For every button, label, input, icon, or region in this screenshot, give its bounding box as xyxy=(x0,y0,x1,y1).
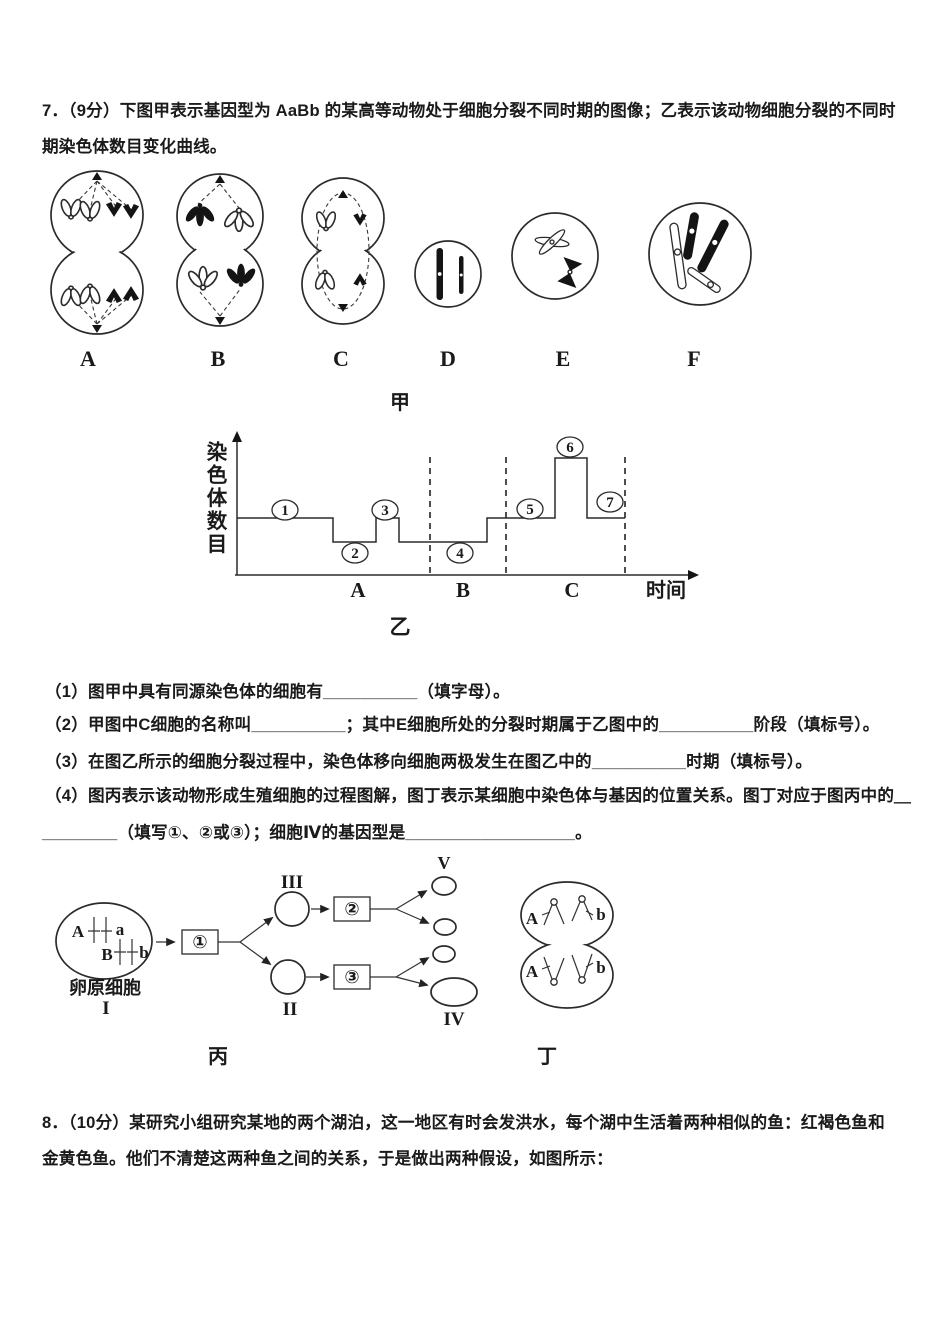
ding-gene-A-top: A xyxy=(526,909,539,928)
gene-label-a: a xyxy=(116,920,125,939)
arrow-to-cell-V xyxy=(395,890,428,910)
q7-sub4-line1: （4）图丙表示该动物形成生殖细胞的过程图解，图丁表示某细胞中染色体与基因的位置关… xyxy=(45,786,911,805)
figure-jia-cell-division-diagrams: A B C D E F 甲 xyxy=(50,170,752,414)
q7-sub2: （2）甲图中C细胞的名称叫__________；其中E细胞所处的分裂时期属于乙图… xyxy=(45,715,880,734)
figure-ding-cell-gene-diagram: A b A b 丁 xyxy=(520,881,614,1068)
chart-y-axis-label: 染 色 体 数 目 xyxy=(206,440,228,556)
svg-text:2: 2 xyxy=(351,546,359,562)
process-box-3: ③ xyxy=(333,964,371,990)
q7-sub3: （3）在图乙所示的细胞分裂过程中，染色体移向细胞两极发生在图乙中的_______… xyxy=(45,752,813,771)
svg-text:③: ③ xyxy=(344,967,359,987)
ding-gene-b-top: b xyxy=(596,905,605,924)
polar-body-drawing-1 xyxy=(433,918,457,936)
arrow-to-polar-body-1 xyxy=(395,908,430,924)
roman-label-I: I xyxy=(102,998,109,1019)
gene-label-B: B xyxy=(101,945,112,964)
q7-sub4-line2: ________（填写①、②或③）；细胞Ⅳ的基因型是______________… xyxy=(42,823,592,842)
cell-II-drawing xyxy=(270,959,306,995)
cell-label-A: A xyxy=(80,346,96,371)
figure-yi-chromosome-number-chart: 染 色 体 数 目 1 2 3 4 5 6 7 A B C 时间 乙 xyxy=(206,431,699,639)
chart-mark-7: 7 xyxy=(596,491,624,513)
svg-text:染: 染 xyxy=(206,440,228,464)
svg-text:3: 3 xyxy=(381,503,389,519)
svg-text:6: 6 xyxy=(566,440,574,456)
chart-axes xyxy=(232,431,699,580)
cell-label-E: E xyxy=(556,346,571,371)
ding-bottom-chromosomes: A b xyxy=(526,953,606,986)
svg-text:4: 4 xyxy=(456,546,464,562)
section-label-B: B xyxy=(456,578,470,602)
svg-text:色: 色 xyxy=(207,463,228,487)
section-label-A: A xyxy=(350,578,366,602)
cell-label-C: C xyxy=(333,346,349,371)
figure-jia-caption: 甲 xyxy=(390,392,410,414)
roman-label-II: II xyxy=(283,999,298,1020)
chart-mark-2: 2 xyxy=(341,542,369,564)
svg-text:7: 7 xyxy=(606,495,614,511)
svg-text:1: 1 xyxy=(281,503,289,519)
svg-text:5: 5 xyxy=(526,502,534,518)
section-divider-dashes xyxy=(429,457,626,575)
svg-text:体: 体 xyxy=(207,486,228,510)
roman-label-III: III xyxy=(281,872,303,893)
arrow-to-cell-IV xyxy=(395,976,429,988)
cell-A-drawing xyxy=(50,170,144,335)
arrow-to-cell-II xyxy=(239,941,272,966)
process-box-2: ② xyxy=(333,896,371,922)
gene-label-A: A xyxy=(72,922,85,941)
ding-top-chromosomes: A b xyxy=(526,895,606,928)
chart-mark-3: 3 xyxy=(371,499,399,521)
ding-gene-b-bottom: b xyxy=(596,958,605,977)
roman-label-IV: IV xyxy=(443,1009,464,1030)
cell-III-drawing xyxy=(274,891,310,927)
arrow-to-cell-III xyxy=(239,916,274,943)
process-box-1: ① xyxy=(181,929,219,955)
cell-F-drawing xyxy=(648,202,752,306)
ding-cell-outline xyxy=(520,881,614,1009)
cell-B-drawing xyxy=(176,173,264,327)
q8-stem-line1: 8．（10分）某研究小组研究某地的两个湖泊，这一地区有时会发洪水，每个湖中生活着… xyxy=(42,1113,885,1132)
cell-D-drawing xyxy=(414,240,482,308)
oogonium-label: 卵原细胞 xyxy=(69,977,141,998)
figure-bing-caption: 丙 xyxy=(208,1046,228,1068)
chart-mark-4: 4 xyxy=(446,542,474,564)
polar-body-drawing-2 xyxy=(432,945,456,963)
chart-x-axis-label: 时间 xyxy=(646,579,686,602)
cell-label-F: F xyxy=(687,346,700,371)
roman-label-V: V xyxy=(438,853,451,873)
arrow-to-polar-body-2 xyxy=(395,957,430,978)
cell-IV-drawing xyxy=(430,977,478,1007)
section-label-C: C xyxy=(564,578,579,602)
svg-text:数: 数 xyxy=(207,509,228,533)
svg-text:②: ② xyxy=(344,899,359,919)
cell-C-drawing xyxy=(301,177,385,325)
chart-mark-6: 6 xyxy=(556,436,584,458)
chart-mark-5: 5 xyxy=(516,498,544,520)
q7-sub1: （1）图甲中具有同源染色体的细胞有__________（填字母）。 xyxy=(45,682,510,701)
chromosome-number-step-curve xyxy=(237,457,625,543)
svg-text:目: 目 xyxy=(207,533,228,556)
chart-mark-1: 1 xyxy=(271,499,299,521)
figure-bing-oogenesis-flow-diagram: A a B b 卵原细胞 I ① III II ② V xyxy=(55,853,478,1068)
oogonium-cell-drawing: A a B b xyxy=(55,902,153,980)
q7-stem-line2: 期染色体数目变化曲线。 xyxy=(42,137,227,156)
cell-E-drawing xyxy=(511,212,599,300)
figure-yi-caption: 乙 xyxy=(390,616,411,639)
cell-V-drawing xyxy=(431,876,457,896)
cell-label-B: B xyxy=(211,346,226,371)
q7-stem-line1: 7．（9分）下图甲表示基因型为 AaBb 的某高等动物处于细胞分裂不同时期的图像… xyxy=(42,101,896,120)
q8-stem-line2: 金黄色鱼。他们不清楚这两种鱼之间的关系，于是做出两种假设，如图所示： xyxy=(42,1149,613,1168)
svg-text:①: ① xyxy=(192,932,207,952)
figure-ding-caption: 丁 xyxy=(537,1046,557,1068)
ding-gene-A-bottom: A xyxy=(526,962,539,981)
cell-label-D: D xyxy=(440,346,456,371)
gene-label-b: b xyxy=(139,943,148,962)
